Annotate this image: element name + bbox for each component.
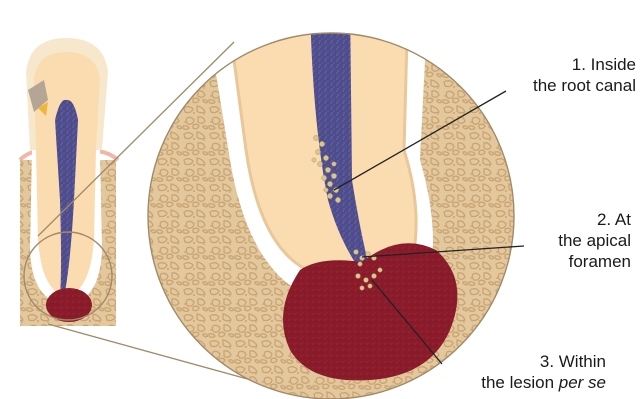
label-within-lesion-prefix: the lesion [481, 373, 559, 392]
label-apical-foramen-line1: 2. At [470, 209, 631, 230]
circular-magnified-apex-view [140, 0, 520, 399]
label-within-lesion: 3. Within the lesion per se [440, 351, 606, 393]
label-apical-foramen: 2. At the apical foramen [470, 209, 631, 272]
label-apical-foramen-line3: foramen [470, 251, 631, 272]
label-within-lesion-line2: the lesion per se [440, 372, 606, 393]
label-within-lesion-line1: 3. Within [440, 351, 606, 372]
label-inside-root-canal-line2: the root canal [470, 75, 636, 96]
label-apical-foramen-line2: the apical [470, 230, 631, 251]
whole-tooth-in-bone-icon [20, 38, 118, 326]
label-within-lesion-italic: per se [559, 373, 606, 392]
label-inside-root-canal: 1. Inside the root canal [470, 54, 636, 96]
label-inside-root-canal-line1: 1. Inside [470, 54, 636, 75]
